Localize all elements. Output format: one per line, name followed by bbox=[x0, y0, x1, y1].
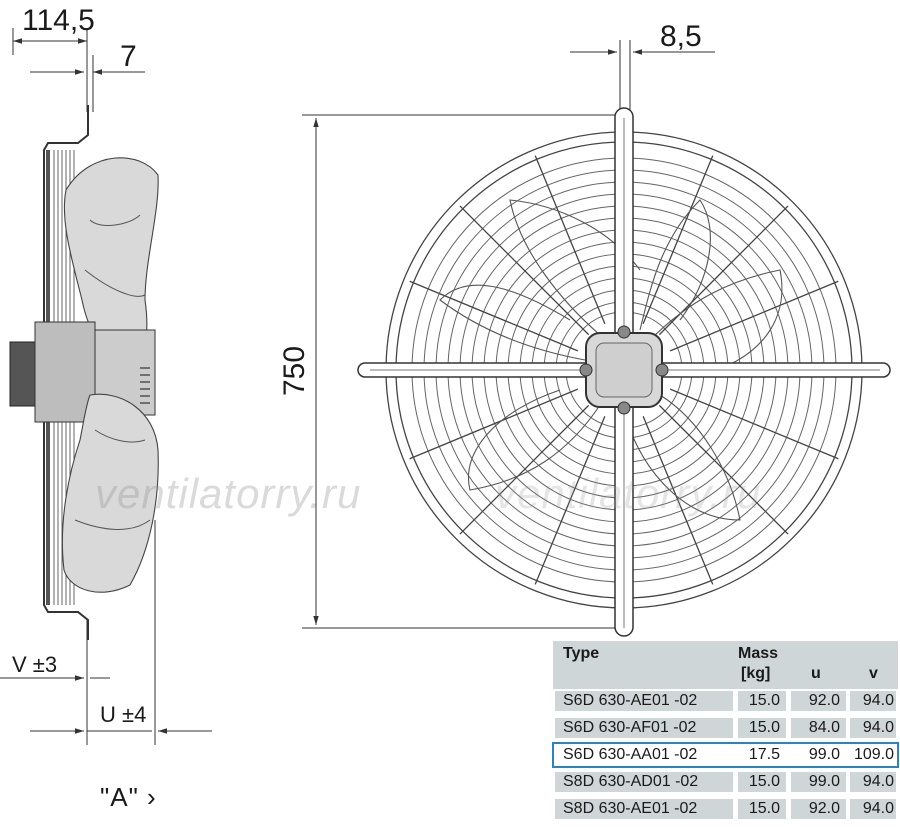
side-view-fan bbox=[9, 105, 159, 640]
cell-mass: 15.0 bbox=[738, 718, 786, 738]
header-mass-unit: [kg] bbox=[741, 665, 771, 682]
cell-u: 92.0 bbox=[791, 691, 846, 711]
cell-u: 92.0 bbox=[791, 799, 846, 819]
dim-u: U ±4 bbox=[100, 702, 146, 727]
front-view-dimensions: 8,5 750 bbox=[278, 20, 715, 629]
grill-spoke bbox=[534, 415, 606, 585]
cell-mass: 17.5 bbox=[738, 745, 786, 765]
dim-diameter: 750 bbox=[278, 346, 311, 396]
dim-v: V ±3 bbox=[12, 652, 57, 677]
grill-spoke bbox=[642, 415, 714, 585]
cell-mass: 15.0 bbox=[738, 799, 786, 819]
cell-u: 99.0 bbox=[791, 772, 846, 792]
cell-type: S6D 630-AF01 -02 bbox=[555, 718, 733, 738]
dim-grill-offset: 8,5 bbox=[660, 20, 702, 53]
cell-u: 99.0 bbox=[791, 745, 846, 765]
cell-type: S8D 630-AE01 -02 bbox=[555, 799, 733, 819]
watermark-left: ventilatorry.ru bbox=[95, 470, 362, 517]
view-label: "A" › bbox=[100, 782, 157, 812]
grill-spoke bbox=[669, 280, 839, 352]
table-header: Type Mass [kg] u v bbox=[553, 641, 898, 689]
cell-u: 84.0 bbox=[791, 718, 846, 738]
dim-depth-total: 114,5 bbox=[22, 4, 95, 37]
cell-type: S8D 630-AD01 -02 bbox=[555, 772, 733, 792]
grill-spoke bbox=[409, 388, 579, 460]
side-view-dimensions: 114,5 7 V ±3 U ±4 bbox=[0, 4, 212, 745]
cell-v: 94.0 bbox=[850, 718, 896, 738]
cell-mass: 15.0 bbox=[738, 772, 786, 792]
header-v: v bbox=[869, 665, 878, 682]
cell-mass: 15.0 bbox=[738, 691, 786, 711]
grill-spoke bbox=[459, 404, 590, 535]
header-type: Type bbox=[563, 645, 600, 662]
cell-v: 94.0 bbox=[850, 772, 896, 792]
cell-v: 94.0 bbox=[850, 799, 896, 819]
header-u: u bbox=[811, 665, 821, 682]
cell-type: S6D 630-AE01 -02 bbox=[555, 691, 733, 711]
grill-spoke bbox=[669, 388, 839, 460]
cell-v: 109.0 bbox=[850, 745, 896, 765]
cell-type: S6D 630-AA01 -02 bbox=[555, 745, 733, 765]
front-view-fan bbox=[357, 107, 891, 637]
watermark-right: ventilatorry.ru bbox=[495, 470, 762, 517]
cell-v: 94.0 bbox=[850, 691, 896, 711]
grill-spoke bbox=[642, 155, 714, 325]
grill-spoke bbox=[534, 155, 606, 325]
grill-spoke bbox=[459, 205, 590, 336]
dim-flange-offset: 7 bbox=[120, 40, 137, 73]
grill-spoke bbox=[409, 280, 579, 352]
header-mass: Mass bbox=[738, 645, 779, 662]
